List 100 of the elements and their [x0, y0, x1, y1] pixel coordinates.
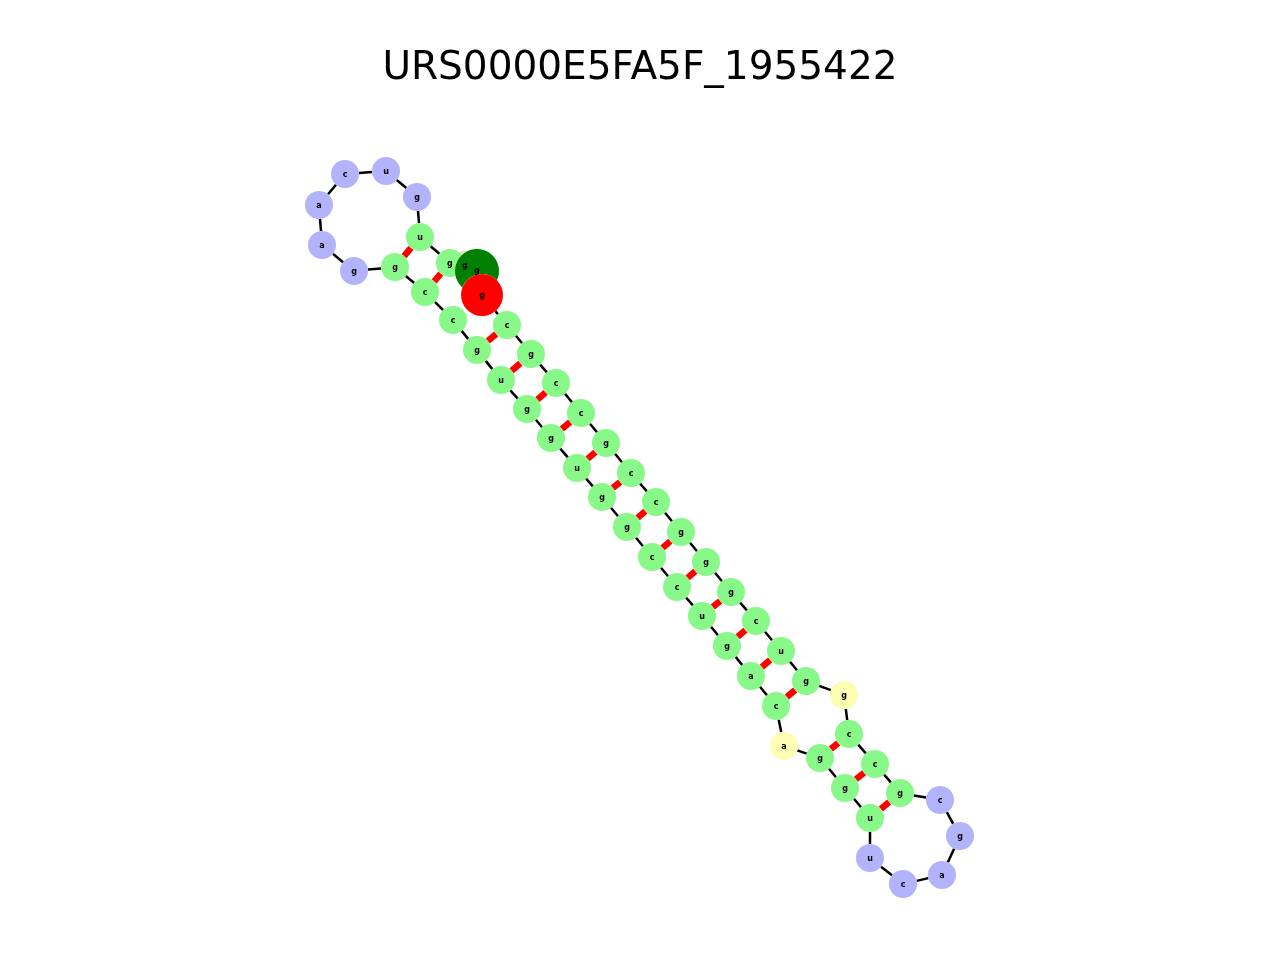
backbone-line	[857, 743, 867, 755]
nucleotide-letter: g	[841, 690, 847, 700]
nucleotide-letter: g	[842, 783, 848, 793]
backbone-line	[395, 179, 408, 189]
nucleotide-circle	[493, 311, 521, 339]
nucleotide-circle	[856, 804, 884, 832]
nucleotide-circle	[856, 844, 884, 872]
nucleotide-letter: g	[474, 265, 480, 275]
base-pair-line	[635, 508, 648, 521]
base-pair-line	[509, 360, 523, 374]
backbone-line	[405, 275, 415, 284]
nucleotide-circle	[308, 231, 336, 259]
nucleotide-letter: g	[414, 192, 420, 202]
backbone-line	[689, 542, 698, 552]
backbone-line	[585, 477, 594, 488]
base-pair-line	[535, 389, 548, 403]
nucleotide-circle	[692, 548, 720, 576]
nucleotide-circle	[792, 667, 820, 695]
nucleotide-letter: c	[900, 879, 906, 889]
nucleotide-circle	[886, 779, 914, 807]
nucleotide-circle	[806, 744, 834, 772]
backbone-line	[844, 708, 849, 721]
nucleotide-circle	[563, 454, 591, 482]
nucleotide-circle	[946, 822, 974, 850]
nucleotide-letter: c	[504, 320, 510, 330]
backbone-line	[434, 301, 444, 311]
backbone-line	[327, 183, 337, 196]
nucleotide-circle	[588, 483, 616, 511]
nucleotide-letter: g	[724, 641, 730, 651]
end-marker-circle	[461, 274, 503, 316]
backbone-line	[883, 773, 892, 784]
nucleotide-letter: g	[548, 433, 554, 443]
nucleotide-letter: g	[462, 260, 468, 270]
nucleotide-letter: u	[778, 646, 784, 656]
nucleotide-circle	[403, 183, 431, 211]
nucleotide-circle	[638, 543, 666, 571]
backbone-line	[429, 245, 441, 255]
nucleotide-letter: g	[624, 522, 630, 532]
base-pair-line	[610, 479, 623, 491]
nucleotide-circle	[762, 692, 790, 720]
backbone-line	[818, 684, 832, 692]
nucleotide-letter: g	[479, 290, 485, 300]
backbone-line	[635, 537, 644, 547]
nucleotide-letter: c	[872, 759, 878, 769]
nucleotide-letter: u	[498, 375, 504, 385]
nucleotide-letter: c	[342, 169, 348, 179]
nucleotide-letter: u	[699, 611, 705, 621]
base-pair-line	[585, 449, 598, 462]
nucleotide-letter: u	[867, 853, 873, 863]
backbone-line	[789, 661, 798, 671]
backbone-line	[853, 798, 862, 808]
backbone-line	[559, 447, 569, 459]
nucleotide-letter: g	[599, 492, 605, 502]
backbone-line	[764, 631, 773, 641]
base-pair-line	[784, 687, 798, 700]
nucleotide-letter: g	[392, 262, 398, 272]
nucleotide-circle	[928, 861, 956, 889]
backbone-line	[946, 848, 956, 863]
backbone-line	[589, 423, 598, 433]
backbone-line	[539, 363, 548, 374]
backbone-line	[416, 210, 421, 224]
backbone-line	[796, 749, 808, 755]
base-pair-line	[401, 245, 414, 259]
backbone-line	[639, 482, 648, 493]
nucleotide-circle	[767, 637, 795, 665]
backbone-line	[880, 865, 893, 877]
nucleotide-letter: a	[316, 200, 322, 210]
backbone-line	[534, 419, 544, 428]
nucleotide-circle	[537, 424, 565, 452]
nucleotide-circle	[542, 369, 570, 397]
base-pair-line	[828, 740, 841, 752]
base-pair-line	[853, 770, 867, 782]
nucleotide-circle	[742, 607, 770, 635]
nucleotide-letter: c	[773, 701, 779, 711]
backbone-line	[913, 794, 927, 799]
backbone-line	[614, 453, 623, 463]
backbone-line	[484, 360, 494, 370]
base-pair-line	[685, 568, 698, 581]
nucleotide-circle	[642, 488, 670, 516]
nucleotide-circle	[889, 870, 917, 898]
nucleotide-letter: g	[524, 404, 530, 414]
backbone-line	[460, 330, 470, 340]
backbone-line	[367, 267, 382, 271]
backbone-line	[777, 719, 783, 733]
nucleotide-circle	[830, 681, 858, 709]
nucleotide-circle	[513, 395, 541, 423]
backbone-line	[916, 876, 929, 883]
nucleotide-letter: u	[383, 166, 389, 176]
nucleotide-letter: g	[351, 266, 357, 276]
nucleotide-circle	[770, 732, 798, 760]
backbone-line	[514, 335, 524, 344]
backbone-line	[358, 170, 373, 175]
base-pair-line	[431, 271, 444, 284]
nucleotide-letter: g	[678, 527, 684, 537]
backbone-line	[828, 768, 837, 778]
backbone-line	[664, 512, 673, 522]
nucleotide-letter: g	[728, 587, 734, 597]
nucleotide-letter: g	[817, 753, 823, 763]
nucleotide-circle	[717, 578, 745, 606]
nucleotide-circle	[340, 257, 368, 285]
